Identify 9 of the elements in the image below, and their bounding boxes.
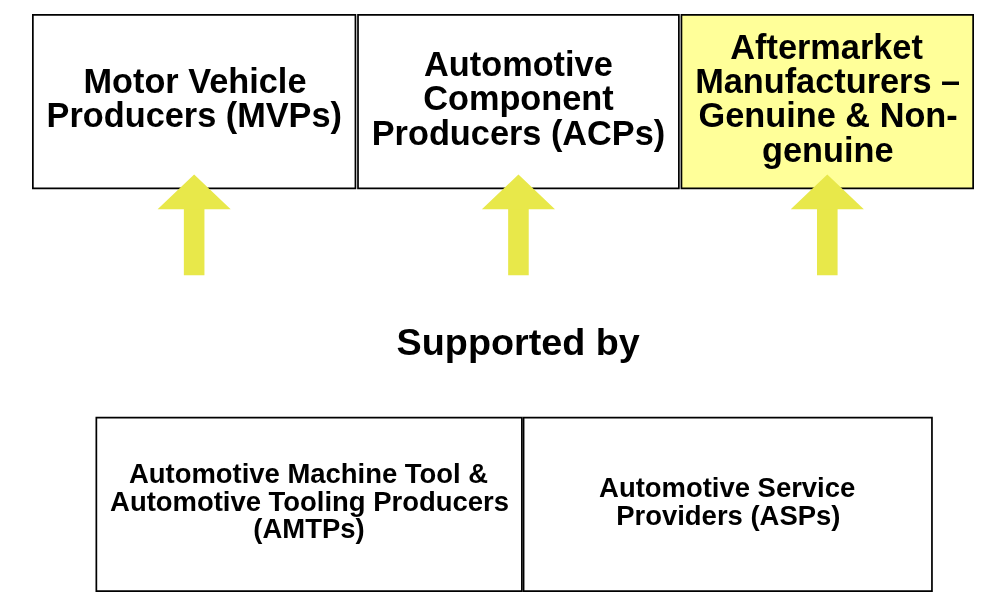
node-box: Automotive Component Producers (ACPs) (356, 14, 680, 190)
node-box: Motor Vehicle Producers (MVPs) (31, 14, 356, 190)
arrow (157, 174, 231, 276)
node-box: Aftermarket Manufacturers – Genuine & Non-genuine (680, 14, 974, 190)
arrow (481, 174, 555, 276)
label: Supported by (396, 321, 640, 364)
node-box: Automotive Service Providers (ASPs) (522, 416, 933, 592)
node-box: Automotive Machine Tool & Automotive Tooling Producers (AMTPs) (95, 416, 523, 592)
arrow (790, 174, 864, 276)
